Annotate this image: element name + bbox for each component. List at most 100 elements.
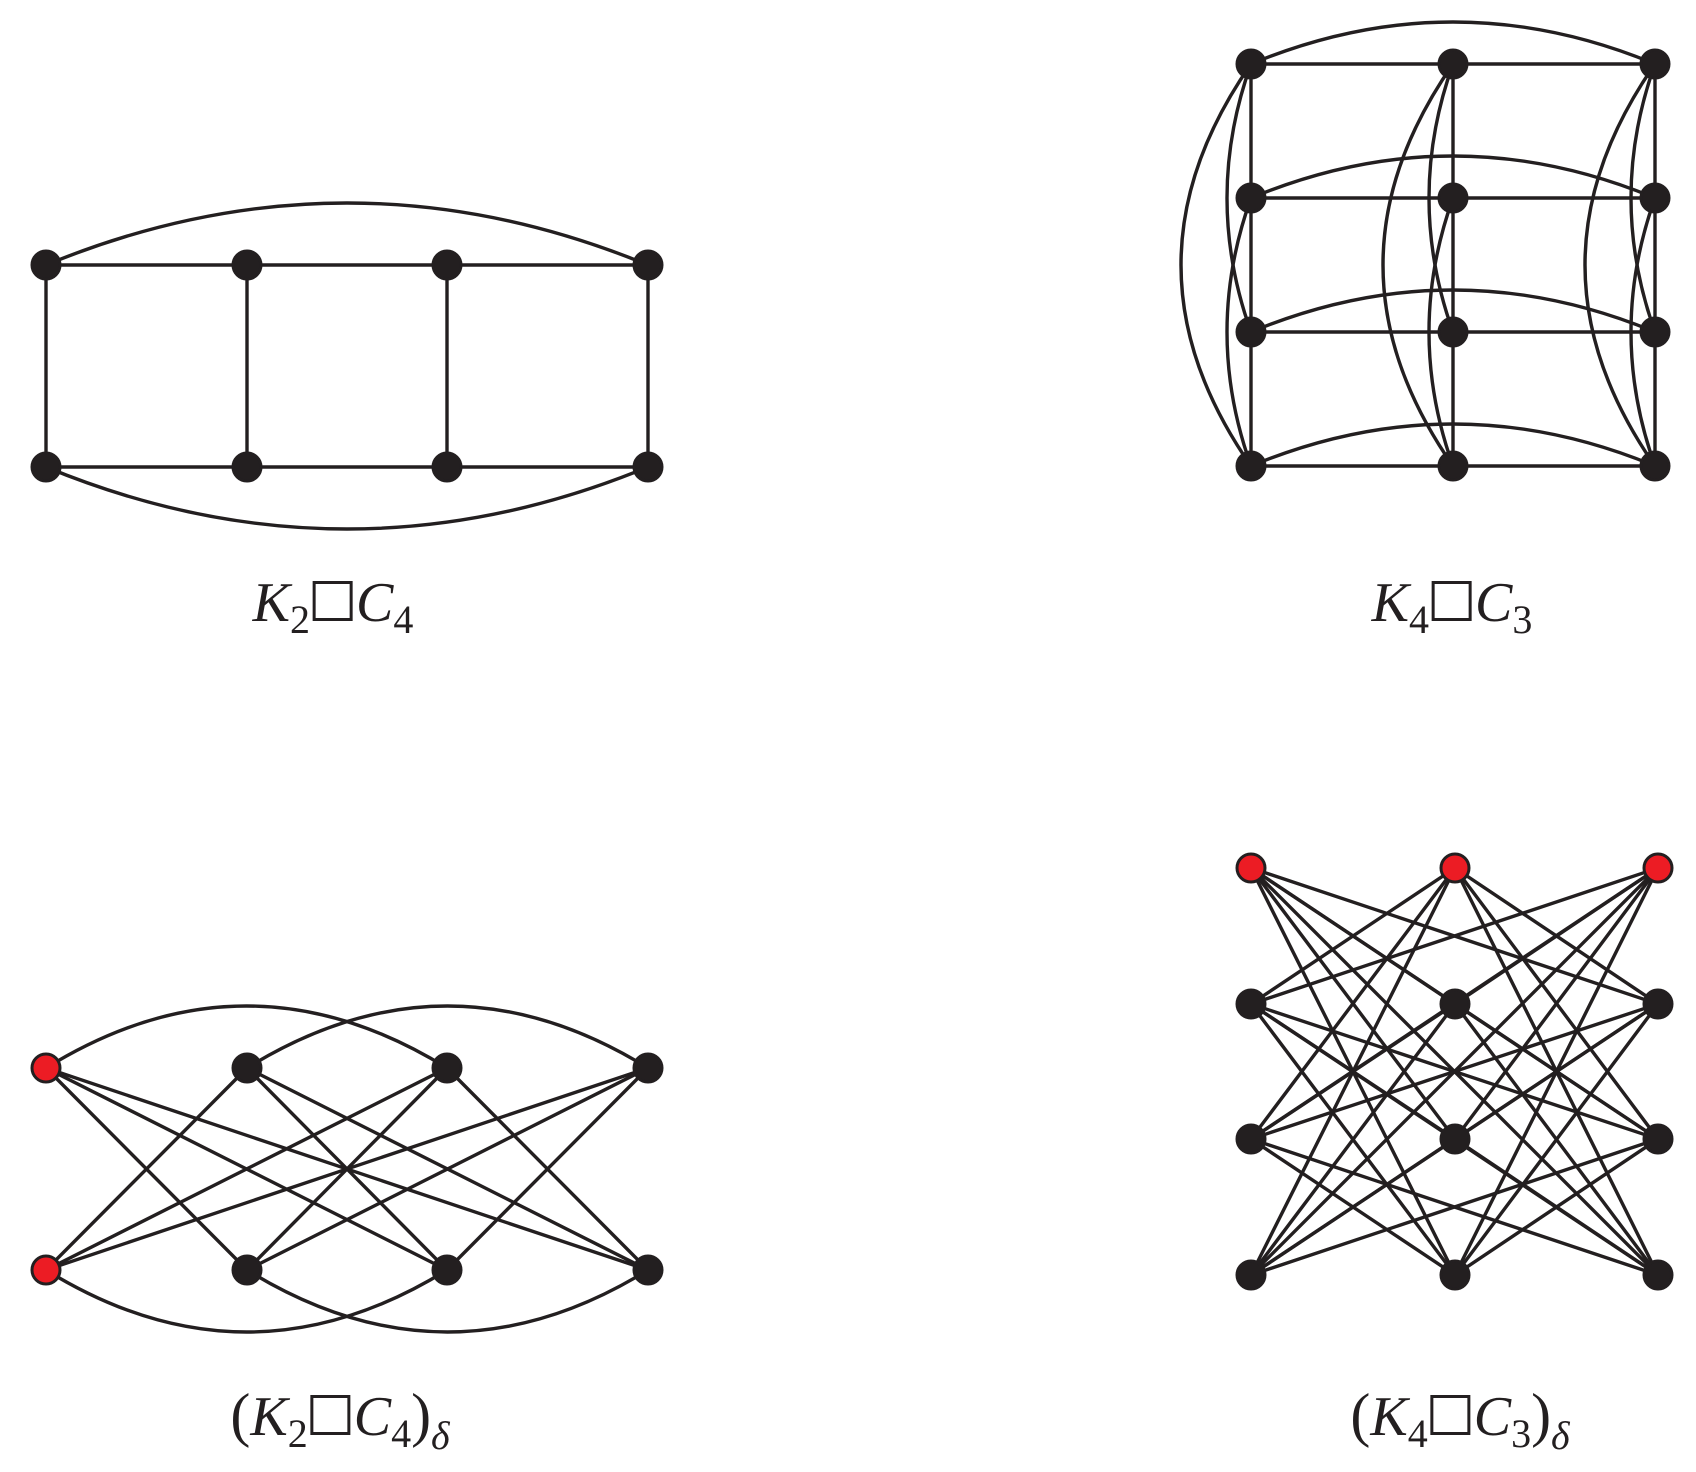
graph-edge bbox=[44, 201, 650, 267]
graph-edge bbox=[44, 1268, 449, 1334]
graph-vertex bbox=[1642, 988, 1674, 1020]
graph-edge bbox=[1381, 62, 1455, 468]
label-delta-subscript: δ bbox=[1551, 1413, 1570, 1458]
graph-vertex-highlighted bbox=[1642, 852, 1674, 884]
graph-vertex bbox=[1235, 450, 1267, 482]
graph-vertex bbox=[1642, 1259, 1674, 1291]
graph-edge bbox=[1249, 1002, 1660, 1141]
graph-vertex-highlighted bbox=[1235, 852, 1267, 884]
graph-edge bbox=[1629, 196, 1657, 468]
graph-vertex bbox=[431, 1254, 463, 1286]
graph-vertex bbox=[1639, 316, 1671, 348]
close-paren: ) bbox=[411, 1382, 432, 1448]
graph-vertex bbox=[1439, 988, 1471, 1020]
graph-vertex bbox=[30, 249, 62, 281]
graph-k2-cart-c4 bbox=[30, 201, 664, 531]
graph-edge bbox=[1249, 866, 1457, 1141]
graph-vertex bbox=[1437, 450, 1469, 482]
graph-edge bbox=[1249, 1002, 1457, 1277]
cartesian-product-box-icon bbox=[1432, 581, 1472, 621]
graph-edge bbox=[1249, 20, 1657, 66]
graph-vertex bbox=[1639, 48, 1671, 80]
label-factor2: C bbox=[353, 1386, 392, 1448]
graph-edge bbox=[1249, 1002, 1457, 1141]
graph-k4-cart-c3 bbox=[1179, 20, 1671, 482]
label-sub2: 4 bbox=[391, 1411, 412, 1456]
label-sub1: 4 bbox=[1409, 597, 1429, 642]
graph-edge bbox=[44, 1004, 449, 1070]
graph-edge bbox=[44, 1066, 650, 1272]
graph-edge bbox=[245, 1066, 650, 1272]
graph-vertex bbox=[1439, 1259, 1471, 1291]
label-sub2: 3 bbox=[1512, 597, 1533, 642]
graph-vertex bbox=[1235, 316, 1267, 348]
graph-edge bbox=[1249, 866, 1457, 1006]
graph-vertex bbox=[1639, 182, 1671, 214]
graph-edge bbox=[1453, 1137, 1660, 1277]
graph-vertex-highlighted bbox=[30, 1052, 62, 1084]
label-factor1: K bbox=[250, 1386, 288, 1448]
label-factor2: C bbox=[1473, 1386, 1512, 1448]
graph-edge bbox=[1225, 196, 1253, 468]
graph-vertex bbox=[1642, 1123, 1674, 1155]
label-sub2: 4 bbox=[393, 597, 414, 642]
graph-vertex bbox=[231, 1052, 263, 1084]
close-paren: ) bbox=[1531, 1382, 1552, 1448]
graph-vertex-highlighted bbox=[30, 1254, 62, 1286]
graph-vertex bbox=[632, 1052, 664, 1084]
label-factor2: C bbox=[1475, 572, 1513, 634]
graph-vertex bbox=[1235, 48, 1267, 80]
graph-vertex bbox=[632, 249, 664, 281]
label-sub1: 2 bbox=[287, 1411, 308, 1456]
label-factor1: K bbox=[1371, 572, 1409, 634]
graph-edge bbox=[245, 1004, 650, 1070]
graph-edge bbox=[1427, 196, 1455, 468]
open-paren: ( bbox=[230, 1382, 251, 1448]
graph-vertex bbox=[231, 249, 263, 281]
graph-vertex bbox=[632, 1254, 664, 1286]
graph-vertex bbox=[1437, 316, 1469, 348]
graph-vertex bbox=[1235, 1259, 1267, 1291]
graph-vertex bbox=[431, 1052, 463, 1084]
graph-vertex bbox=[431, 451, 463, 483]
graph-vertex bbox=[1235, 1123, 1267, 1155]
graph-edge bbox=[245, 1268, 650, 1334]
graph-vertex bbox=[231, 451, 263, 483]
graph-vertex-highlighted bbox=[1439, 852, 1471, 884]
graph-vertex bbox=[1437, 48, 1469, 80]
cartesian-product-box-icon bbox=[313, 581, 353, 621]
open-paren: ( bbox=[1350, 1382, 1371, 1448]
graph-edge bbox=[44, 1066, 249, 1272]
label-delta-subscript: δ bbox=[431, 1413, 450, 1458]
label-sub1: 4 bbox=[1407, 1411, 1428, 1456]
graph-k2-cart-c4-delta bbox=[30, 1004, 664, 1334]
graph-vertex bbox=[1437, 182, 1469, 214]
cartesian-product-box-icon bbox=[310, 1395, 351, 1435]
graph-vertex bbox=[1235, 182, 1267, 214]
label-factor1: K bbox=[252, 572, 290, 634]
graph-edge bbox=[1249, 866, 1660, 1006]
graph-edge bbox=[445, 1066, 650, 1272]
label-sub2: 3 bbox=[1511, 1411, 1532, 1456]
label-factor1: K bbox=[1370, 1386, 1408, 1448]
graph-vertex bbox=[431, 249, 463, 281]
graph-vertex bbox=[1639, 450, 1671, 482]
graph-k4-cart-c3-delta bbox=[1235, 852, 1674, 1291]
graph-edge bbox=[1179, 62, 1253, 468]
graph-vertex bbox=[632, 451, 664, 483]
graph-vertex bbox=[231, 1254, 263, 1286]
graph-edge bbox=[1249, 1137, 1457, 1277]
graph-edge bbox=[1583, 62, 1657, 468]
label-sub1: 2 bbox=[290, 597, 310, 642]
graph-edge bbox=[1249, 1137, 1660, 1277]
graph-edge bbox=[44, 1066, 449, 1272]
graph-vertex bbox=[1439, 1123, 1471, 1155]
graph-edge bbox=[1453, 866, 1660, 1141]
cartesian-product-box-icon bbox=[1430, 1395, 1471, 1435]
graph-edge bbox=[1629, 62, 1657, 334]
graph-edge bbox=[1427, 62, 1455, 334]
graph-edge bbox=[1225, 62, 1253, 334]
